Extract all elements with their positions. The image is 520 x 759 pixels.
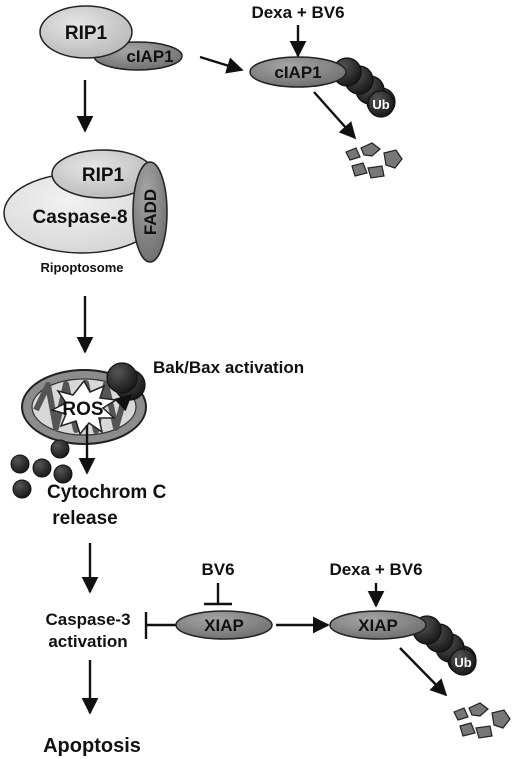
arrow-to-fragments-top bbox=[313, 91, 357, 140]
degradation-fragments-icon bbox=[345, 142, 403, 179]
arrow-to-fragments-bottom bbox=[399, 647, 448, 697]
ciap1-left-label: cIAP1 bbox=[126, 47, 173, 66]
degradation-fragments-icon bbox=[453, 702, 511, 739]
ubiquitinated-xiap: XIAP Ub bbox=[329, 610, 477, 676]
ubiquitinated-ciap1: cIAP1 Ub bbox=[249, 56, 396, 118]
ubiquitin-ub-ball bbox=[449, 648, 477, 676]
mitochondrion-icon: ROS bbox=[21, 362, 147, 445]
arrow-ciap1-to-degradation bbox=[199, 55, 244, 74]
xiap-left-label: XIAP bbox=[204, 616, 244, 635]
ub-top-label: Ub bbox=[372, 97, 389, 112]
xiap-right-oval bbox=[329, 610, 427, 640]
ripoptosome-complex: RIP1 Caspase-8 FADD bbox=[3, 149, 168, 263]
cytochrom-c-label: Cytochrom C bbox=[47, 482, 167, 503]
bak-bax-ball bbox=[106, 362, 138, 394]
rip1-ciap1-complex: RIP1 cIAP1 bbox=[39, 5, 183, 71]
bak-bax-label: Bak/Bax activation bbox=[153, 358, 304, 377]
ciap1-right-oval bbox=[249, 56, 347, 88]
ub-bottom-label: Ub bbox=[454, 655, 471, 670]
ciap1-right-label: cIAP1 bbox=[274, 63, 321, 82]
caspase8-label: Caspase-8 bbox=[32, 207, 127, 228]
caspase3-activation-label: activation bbox=[48, 632, 127, 651]
bv6-label: BV6 bbox=[201, 560, 234, 579]
cytochrome-c-icon bbox=[10, 439, 73, 499]
ubiquitin-ub-ball bbox=[367, 90, 395, 118]
rip1-ripoptosome-label: RIP1 bbox=[82, 165, 125, 186]
xiap-left-oval bbox=[175, 610, 273, 640]
ros-label: ROS bbox=[62, 399, 103, 420]
ros-burst-icon bbox=[49, 379, 119, 436]
rip1-top-label: RIP1 bbox=[65, 23, 108, 44]
fadd-oval bbox=[132, 161, 168, 263]
ripoptosome-label: Ripoptosome bbox=[40, 260, 123, 275]
release-label: release bbox=[52, 508, 118, 529]
rip1-top-oval bbox=[39, 5, 133, 59]
xiap-right-label: XIAP bbox=[358, 616, 398, 635]
fadd-label: FADD bbox=[141, 189, 160, 235]
dexa-bv6-bottom-label: Dexa + BV6 bbox=[329, 560, 422, 579]
dexa-bv6-top-label: Dexa + BV6 bbox=[251, 3, 344, 22]
apoptosis-label: Apoptosis bbox=[43, 735, 141, 757]
caspase3-label: Caspase-3 bbox=[45, 610, 130, 629]
